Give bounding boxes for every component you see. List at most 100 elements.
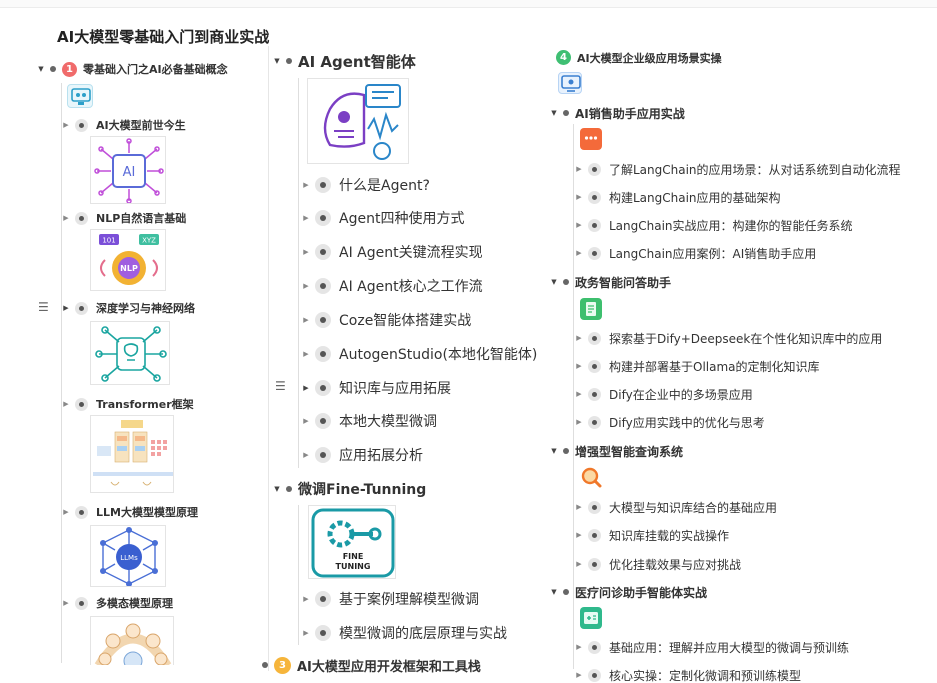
node-bullet-icon bbox=[588, 162, 601, 176]
agent-item-key-flow[interactable]: ▶ AI Agent关键流程实现 bbox=[301, 243, 483, 261]
group-label: 增强型智能查询系统 bbox=[575, 444, 684, 459]
expand-triangle-icon[interactable]: ▶ bbox=[576, 249, 582, 257]
collapse-triangle-icon[interactable]: ▼ bbox=[551, 109, 557, 117]
agent-node[interactable]: ▼ AI Agent智能体 bbox=[272, 52, 415, 71]
expand-triangle-icon[interactable]: ▶ bbox=[576, 221, 582, 229]
ai-agent-image bbox=[307, 78, 409, 164]
expand-triangle-icon[interactable]: ▶ bbox=[303, 451, 309, 459]
tree-item-nlp[interactable]: ▶ NLP自然语言基础 bbox=[61, 211, 186, 225]
expand-triangle-icon[interactable]: ▶ bbox=[303, 384, 309, 392]
expand-triangle-icon[interactable]: ▶ bbox=[63, 121, 69, 129]
group-enhanced-query[interactable]: ▼ 增强型智能查询系统 bbox=[549, 444, 684, 459]
expand-triangle-icon[interactable]: ▶ bbox=[576, 390, 582, 398]
list-item[interactable]: ▶ 知识库挂载的实战操作 bbox=[574, 527, 729, 543]
section-1-node[interactable]: ▼ 1 零基础入门之AI必备基础概念 bbox=[36, 61, 228, 77]
group-gov-qa[interactable]: ▼ 政务智能问答助手 bbox=[549, 275, 671, 290]
expand-triangle-icon[interactable]: ▶ bbox=[303, 248, 309, 256]
magnifier-icon bbox=[580, 466, 602, 488]
node-bullet-icon bbox=[588, 640, 601, 654]
agent-item-autogen[interactable]: ▶ AutogenStudio(本地化智能体) bbox=[301, 345, 537, 363]
expand-triangle-icon[interactable]: ▶ bbox=[576, 503, 582, 511]
expand-triangle-icon[interactable]: ▶ bbox=[303, 316, 309, 324]
agent-item-coze[interactable]: ▶ Coze智能体搭建实战 bbox=[301, 311, 471, 329]
node-dot-icon bbox=[286, 486, 292, 492]
expand-triangle-icon[interactable]: ▶ bbox=[576, 671, 582, 679]
collapse-triangle-icon[interactable]: ▼ bbox=[274, 485, 280, 493]
node-bullet-icon bbox=[588, 415, 601, 429]
agent-item-what-is-agent[interactable]: ▶ 什么是Agent? bbox=[301, 176, 430, 194]
list-item[interactable]: ▶ 了解LangChain的应用场景：从对话系统到自动化流程 bbox=[574, 161, 901, 177]
tree-item-deep-learning[interactable]: ▶ 深度学习与神经网络 bbox=[61, 301, 195, 315]
section-number-badge: 1 bbox=[62, 61, 77, 77]
expand-triangle-icon[interactable]: ▶ bbox=[63, 304, 69, 312]
tree-item-multimodal[interactable]: ▶ 多模态模型原理 bbox=[61, 596, 173, 610]
expand-triangle-icon[interactable]: ▶ bbox=[303, 282, 309, 290]
expand-triangle-icon[interactable]: ▶ bbox=[63, 214, 69, 222]
list-item-label: 大模型与知识库结合的基础应用 bbox=[609, 500, 778, 515]
list-item[interactable]: ▶ 大模型与知识库结合的基础应用 bbox=[574, 499, 777, 515]
node-bullet-icon bbox=[588, 190, 601, 204]
list-item[interactable]: ▶ Dify应用实践中的优化与思考 bbox=[574, 414, 765, 430]
monitor-icon bbox=[67, 84, 93, 108]
list-item[interactable]: ▶ 核心实操：定制化微调和预训练模型 bbox=[574, 667, 801, 683]
list-item[interactable]: ▶ 探索基于Dify+Deepseek在个性化知识库中的应用 bbox=[574, 330, 882, 346]
expand-triangle-icon[interactable]: ▶ bbox=[303, 214, 309, 222]
tree-item-transformer[interactable]: ▶ Transformer框架 bbox=[61, 397, 194, 411]
expand-triangle-icon[interactable]: ▶ bbox=[63, 599, 69, 607]
list-item[interactable]: ▶ LangChain实战应用：构建你的智能任务系统 bbox=[574, 217, 853, 233]
finetune-item-case-study[interactable]: ▶ 基于案例理解模型微调 bbox=[301, 590, 479, 608]
expand-triangle-icon[interactable]: ▶ bbox=[303, 629, 309, 637]
expand-triangle-icon[interactable]: ▶ bbox=[303, 350, 309, 358]
list-item[interactable]: ▶ Dify在企业中的多场景应用 bbox=[574, 386, 753, 402]
expand-triangle-icon[interactable]: ▶ bbox=[63, 400, 69, 408]
node-bullet-icon bbox=[588, 387, 601, 401]
drag-handle-icon[interactable]: ☰ bbox=[38, 300, 49, 314]
expand-triangle-icon[interactable]: ▶ bbox=[576, 531, 582, 539]
expand-triangle-icon[interactable]: ▶ bbox=[576, 193, 582, 201]
finetune-item-principles[interactable]: ▶ 模型微调的底层原理与实战 bbox=[301, 624, 507, 642]
tree-item-ai-history[interactable]: ▶ AI大模型前世今生 bbox=[61, 118, 186, 132]
node-bullet-icon bbox=[75, 301, 88, 315]
drag-handle-icon[interactable]: ☰ bbox=[275, 379, 286, 393]
expand-triangle-icon[interactable]: ▶ bbox=[576, 362, 582, 370]
node-bullet-icon bbox=[588, 668, 601, 682]
node-dot-icon bbox=[563, 448, 569, 454]
ai-chip-image: AI bbox=[90, 136, 166, 204]
group-medical-assistant[interactable]: ▼ 医疗问诊助手智能体实战 bbox=[549, 585, 707, 600]
agent-item-local-finetune[interactable]: ▶ 本地大模型微调 bbox=[301, 412, 437, 430]
list-item-label: LangChain应用案例：AI销售助手应用 bbox=[609, 246, 817, 261]
agent-item-workflow[interactable]: ▶ AI Agent核心之工作流 bbox=[301, 277, 483, 295]
list-item[interactable]: ▶ 基础应用：理解并应用大模型的微调与预训练 bbox=[574, 639, 849, 655]
expand-triangle-icon[interactable]: ▶ bbox=[576, 560, 582, 568]
agent-item-knowledge-base[interactable]: ▶ 知识库与应用拓展 bbox=[301, 379, 451, 397]
collapse-triangle-icon[interactable]: ▼ bbox=[38, 65, 44, 73]
expand-triangle-icon[interactable]: ▶ bbox=[576, 643, 582, 651]
node-bullet-icon bbox=[315, 346, 331, 362]
expand-triangle-icon[interactable]: ▶ bbox=[63, 508, 69, 516]
list-item[interactable]: ▶ 构建并部署基于Ollama的定制化知识库 bbox=[574, 358, 820, 374]
list-item[interactable]: ▶ 优化挂载效果与应对挑战 bbox=[574, 556, 741, 572]
section-4-node[interactable]: 4 AI大模型企业级应用场景实操 bbox=[556, 50, 722, 65]
agent-item-extension-analysis[interactable]: ▶ 应用拓展分析 bbox=[301, 446, 423, 464]
tree-item-label: AI大模型前世今生 bbox=[96, 119, 186, 132]
section-3-node[interactable]: 3 AI大模型应用开发框架和工具栈 bbox=[262, 656, 481, 675]
node-bullet-icon bbox=[315, 625, 331, 641]
collapse-triangle-icon[interactable]: ▼ bbox=[551, 447, 557, 455]
expand-triangle-icon[interactable]: ▶ bbox=[576, 334, 582, 342]
tree-item-llm[interactable]: ▶ LLM大模型模型原理 bbox=[61, 505, 198, 519]
group-sales-assistant[interactable]: ▼ AI销售助手应用实战 bbox=[549, 106, 684, 121]
collapse-triangle-icon[interactable]: ▼ bbox=[551, 588, 557, 596]
list-item[interactable]: ▶ 构建LangChain应用的基础架构 bbox=[574, 189, 781, 205]
finetune-node[interactable]: ▼ 微调Fine-Tunning bbox=[272, 480, 426, 498]
expand-triangle-icon[interactable]: ▶ bbox=[576, 165, 582, 173]
expand-triangle-icon[interactable]: ▶ bbox=[303, 181, 309, 189]
collapse-triangle-icon[interactable]: ▼ bbox=[551, 278, 557, 286]
collapse-triangle-icon[interactable]: ▼ bbox=[274, 57, 280, 65]
list-item[interactable]: ▶ LangChain应用案例：AI销售助手应用 bbox=[574, 245, 816, 261]
node-bullet-icon bbox=[588, 557, 601, 571]
expand-triangle-icon[interactable]: ▶ bbox=[576, 418, 582, 426]
expand-triangle-icon[interactable]: ▶ bbox=[303, 417, 309, 425]
expand-triangle-icon[interactable]: ▶ bbox=[303, 595, 309, 603]
node-bullet-icon bbox=[588, 218, 601, 232]
agent-item-usage-modes[interactable]: ▶ Agent四种使用方式 bbox=[301, 209, 464, 227]
